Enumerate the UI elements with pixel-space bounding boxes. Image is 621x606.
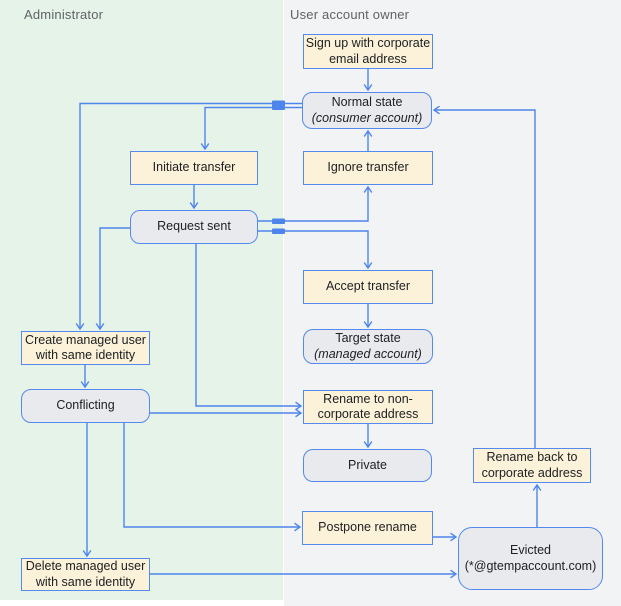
normal-state-label-line: (consumer account) (311, 110, 423, 125)
ignore-transfer-label-line: Ignore transfer (327, 160, 409, 175)
private-label-line: Private (348, 457, 387, 472)
rename-back-label-line: corporate address (481, 465, 583, 480)
private-node: Private (303, 449, 432, 482)
request-sent-label-line: Request sent (157, 219, 231, 234)
rename-non-corporate-label-line: Rename to non- (323, 391, 413, 406)
rename-back-label-line: Rename back to (486, 450, 578, 464)
target-state-node: Target state(managed account) (303, 329, 433, 364)
administrator-region: Administrator (0, 0, 283, 600)
evicted-label-line: (*@gtempaccount.com) (464, 558, 597, 573)
initiate-transfer-node: Initiate transfer (130, 151, 258, 185)
ignore-transfer-node: Ignore transfer (303, 151, 433, 185)
delete-managed-user-label-line: with same identity (35, 574, 136, 589)
evicted-node: Evicted(*@gtempaccount.com) (458, 527, 603, 590)
request-sent-node: Request sent (130, 210, 258, 244)
initiate-transfer-label-line: Initiate transfer (152, 160, 236, 175)
evicted-label-line: Evicted (510, 543, 551, 557)
target-state-label-line: Target state (335, 331, 401, 345)
create-managed-user-label-line: Create managed user (25, 332, 146, 347)
accept-transfer-label-line: Accept transfer (325, 279, 411, 294)
administrator-label: Administrator (24, 7, 104, 22)
conflicting-node: Conflicting (21, 389, 150, 423)
user-account-owner-label: User account owner (290, 7, 410, 22)
postpone-rename-node: Postpone rename (302, 511, 433, 545)
sign-up-label-line: email address (329, 51, 407, 66)
rename-non-corporate-node: Rename to non-corporate address (303, 390, 433, 424)
rename-non-corporate-label-line: corporate address (317, 407, 419, 421)
delete-managed-user-label-line: Delete managed user (25, 559, 146, 573)
postpone-rename-label-line: Postpone rename (318, 520, 417, 535)
accept-transfer-node: Accept transfer (303, 270, 433, 304)
normal-state-label-line: Normal state (331, 95, 403, 109)
create-managed-user-label-line: with same identity (35, 348, 136, 362)
sign-up-label-line: Sign up with corporate (305, 36, 431, 50)
normal-state-node: Normal state(consumer account) (302, 92, 432, 129)
target-state-label-line: (managed account) (314, 346, 422, 361)
conflicting-label-line: Conflicting (56, 398, 115, 413)
